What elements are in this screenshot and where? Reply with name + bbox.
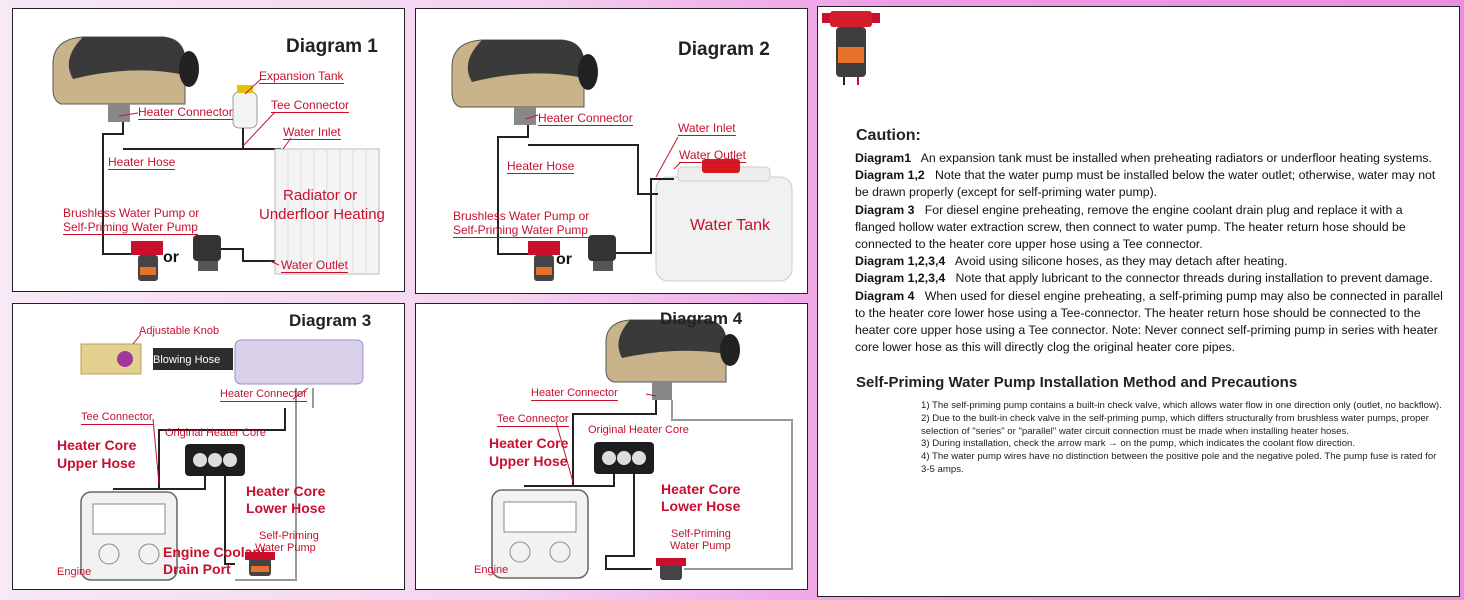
- heater-core-icon: [185, 444, 245, 476]
- radiator-label-line2: Underfloor Heating: [259, 206, 385, 223]
- pump-label-line2: Self-Priming Water Pump: [453, 223, 588, 238]
- diagram-1-drawing: [52, 36, 380, 281]
- caution-body: Diagram1 An expansion tank must be insta…: [855, 150, 1445, 356]
- diagram-3-panel: Diagram 3 Adjustable Knob Blowing Hose H…: [12, 303, 405, 590]
- heater-unit-icon: [52, 36, 199, 122]
- caution-item-key: Diagram 1,2: [855, 168, 925, 183]
- water-tank-icon: [655, 159, 793, 282]
- diagram-4-title: Diagram 4: [660, 309, 743, 328]
- pump-label-line1: Brushless Water Pump or: [63, 206, 200, 220]
- expansion-tank-label: Expansion Tank: [259, 69, 344, 84]
- diagram-3-drawing: [80, 333, 364, 581]
- heater-hose-label: Heater Hose: [108, 155, 176, 170]
- caution-item-text: Avoid using silicone hoses, as they may …: [954, 254, 1288, 269]
- caution-item-text: Note that apply lubricant to the connect…: [955, 271, 1433, 286]
- original-heater-core-label: Original Heater Core: [588, 424, 689, 436]
- water-tank-label: Water Tank: [690, 217, 771, 234]
- lower-hose-label-line1: Heater Core: [661, 481, 741, 497]
- caution-item: Diagram 4 When used for diesel engine pr…: [855, 288, 1445, 357]
- caution-item: Diagram1 An expansion tank must be insta…: [855, 150, 1445, 167]
- water-inlet-label: Water Inlet: [283, 125, 341, 140]
- caution-item-key: Diagram 4: [855, 288, 915, 303]
- diagram-2-panel: Diagram 2 Heater Connector Water Inlet H…: [415, 8, 808, 294]
- original-heater-core-label: Original Heater Core: [165, 427, 266, 439]
- expansion-tank-icon: [232, 85, 258, 129]
- heater-hose-label: Heater Hose: [507, 159, 575, 174]
- heater-connector-label: Heater Connector: [531, 387, 618, 401]
- heater-connector-label: Heater Connector: [138, 105, 233, 120]
- pump-section-title: Self-Priming Water Pump Installation Met…: [856, 374, 1298, 391]
- diagram-4-drawing: [491, 319, 793, 580]
- water-pump-icon: [131, 235, 221, 281]
- caution-item: Diagram 1,2,3,4 Avoid using silicone hos…: [855, 253, 1445, 270]
- water-inlet-label: Water Inlet: [678, 121, 736, 136]
- self-priming-label-line1: Self-Priming: [259, 530, 319, 542]
- pump-precaution-item: 1) The self-priming pump contains a buil…: [921, 400, 1442, 411]
- or-label: or: [556, 251, 572, 268]
- caution-item-key: Diagram 1,2,3,4: [855, 271, 946, 286]
- upper-hose-label-line1: Heater Core: [489, 435, 569, 451]
- water-outlet-label: Water Outlet: [281, 258, 348, 273]
- pump-precaution-item: 2) Due to the built-in check valve in th…: [921, 412, 1429, 437]
- tee-connector-label: Tee Connector: [497, 413, 569, 427]
- or-label: or: [163, 249, 179, 266]
- pump-label-line1: Brushless Water Pump or: [453, 209, 590, 223]
- diagram-2-drawing: [451, 39, 793, 282]
- caution-item-key: Diagram1: [855, 151, 912, 165]
- engine-label: Engine: [474, 564, 509, 576]
- diagram-2-title: Diagram 2: [678, 39, 770, 60]
- caution-panel: Caution: Diagram1 An expansion tank must…: [817, 6, 1460, 597]
- diagram-1-title: Diagram 1: [286, 36, 378, 57]
- diagram-3-title: Diagram 3: [289, 311, 372, 330]
- upper-hose-label-line2: Upper Hose: [489, 453, 568, 469]
- heater-connector-label: Heater Connector: [220, 388, 307, 402]
- diagram-4-panel: Diagram 4 Heater Connector Tee Connector…: [415, 303, 808, 590]
- engine-label: Engine: [57, 566, 92, 578]
- radiator-icon: [274, 148, 380, 275]
- caution-item-text: Note that the water pump must be install…: [855, 168, 1436, 200]
- lower-hose-label-line1: Heater Core: [246, 483, 326, 499]
- lower-hose-label-line2: Lower Hose: [246, 500, 326, 516]
- adjustable-knob-label: Adjustable Knob: [139, 325, 220, 337]
- pump-precautions-list: 1) The self-priming pump contains a buil…: [921, 400, 1446, 477]
- drain-port-label-line1: Engine Coolant: [163, 544, 266, 560]
- caution-item: Diagram 3 For diesel engine preheating, …: [855, 202, 1445, 254]
- water-outlet-label: Water Outlet: [679, 148, 746, 163]
- pump-label-line2: Self-Priming Water Pump: [63, 220, 198, 235]
- upper-hose-label-line2: Upper Hose: [57, 455, 136, 471]
- heater-core-icon: [594, 442, 654, 474]
- engine-icon: [80, 491, 178, 581]
- pump-precaution-item: 3) During installation, check the arrow …: [921, 438, 1356, 450]
- self-priming-label-line1: Self-Priming: [671, 528, 731, 540]
- tee-connector-label: Tee Connector: [271, 98, 350, 113]
- blowing-hose-label: Blowing Hose: [153, 354, 221, 366]
- caution-item-key: Diagram 1,2,3,4: [855, 254, 946, 269]
- tee-connector-label: Tee Connector: [81, 411, 153, 425]
- self-priming-label-line2: Water Pump: [255, 542, 316, 554]
- caution-item: Diagram 1,2,3,4 Note that apply lubrican…: [855, 270, 1445, 287]
- lower-hose-label-line2: Lower Hose: [661, 498, 741, 514]
- caution-item: Diagram 1,2 Note that the water pump mus…: [855, 167, 1445, 201]
- caution-item-text: An expansion tank must be installed when…: [920, 151, 1432, 165]
- heater-unit-icon: [605, 319, 740, 400]
- caution-title: Caution:: [856, 127, 921, 144]
- engine-icon: [491, 489, 589, 579]
- heater-unit-icon: [451, 39, 598, 125]
- diagram-1-panel: Diagram 1 Expansion Tank Tee Connector H…: [12, 8, 405, 292]
- caution-item-text: When used for diesel engine preheating, …: [855, 288, 1443, 355]
- self-priming-label-line2: Water Pump: [670, 540, 731, 552]
- water-pump-icon: [245, 552, 275, 576]
- drain-port-label-line2: Drain Port: [163, 561, 231, 577]
- water-pump-icon: [822, 11, 880, 85]
- upper-hose-label-line1: Heater Core: [57, 437, 137, 453]
- caution-item-key: Diagram 3: [855, 202, 915, 217]
- heater-connector-label: Heater Connector: [538, 111, 633, 126]
- water-pump-icon: [528, 235, 616, 281]
- water-pump-icon: [656, 558, 686, 580]
- caution-item-text: For diesel engine preheating, remove the…: [855, 202, 1406, 252]
- radiator-label-line1: Radiator or: [283, 187, 358, 204]
- pump-precaution-item: 4) The water pump wires have no distinct…: [921, 451, 1437, 475]
